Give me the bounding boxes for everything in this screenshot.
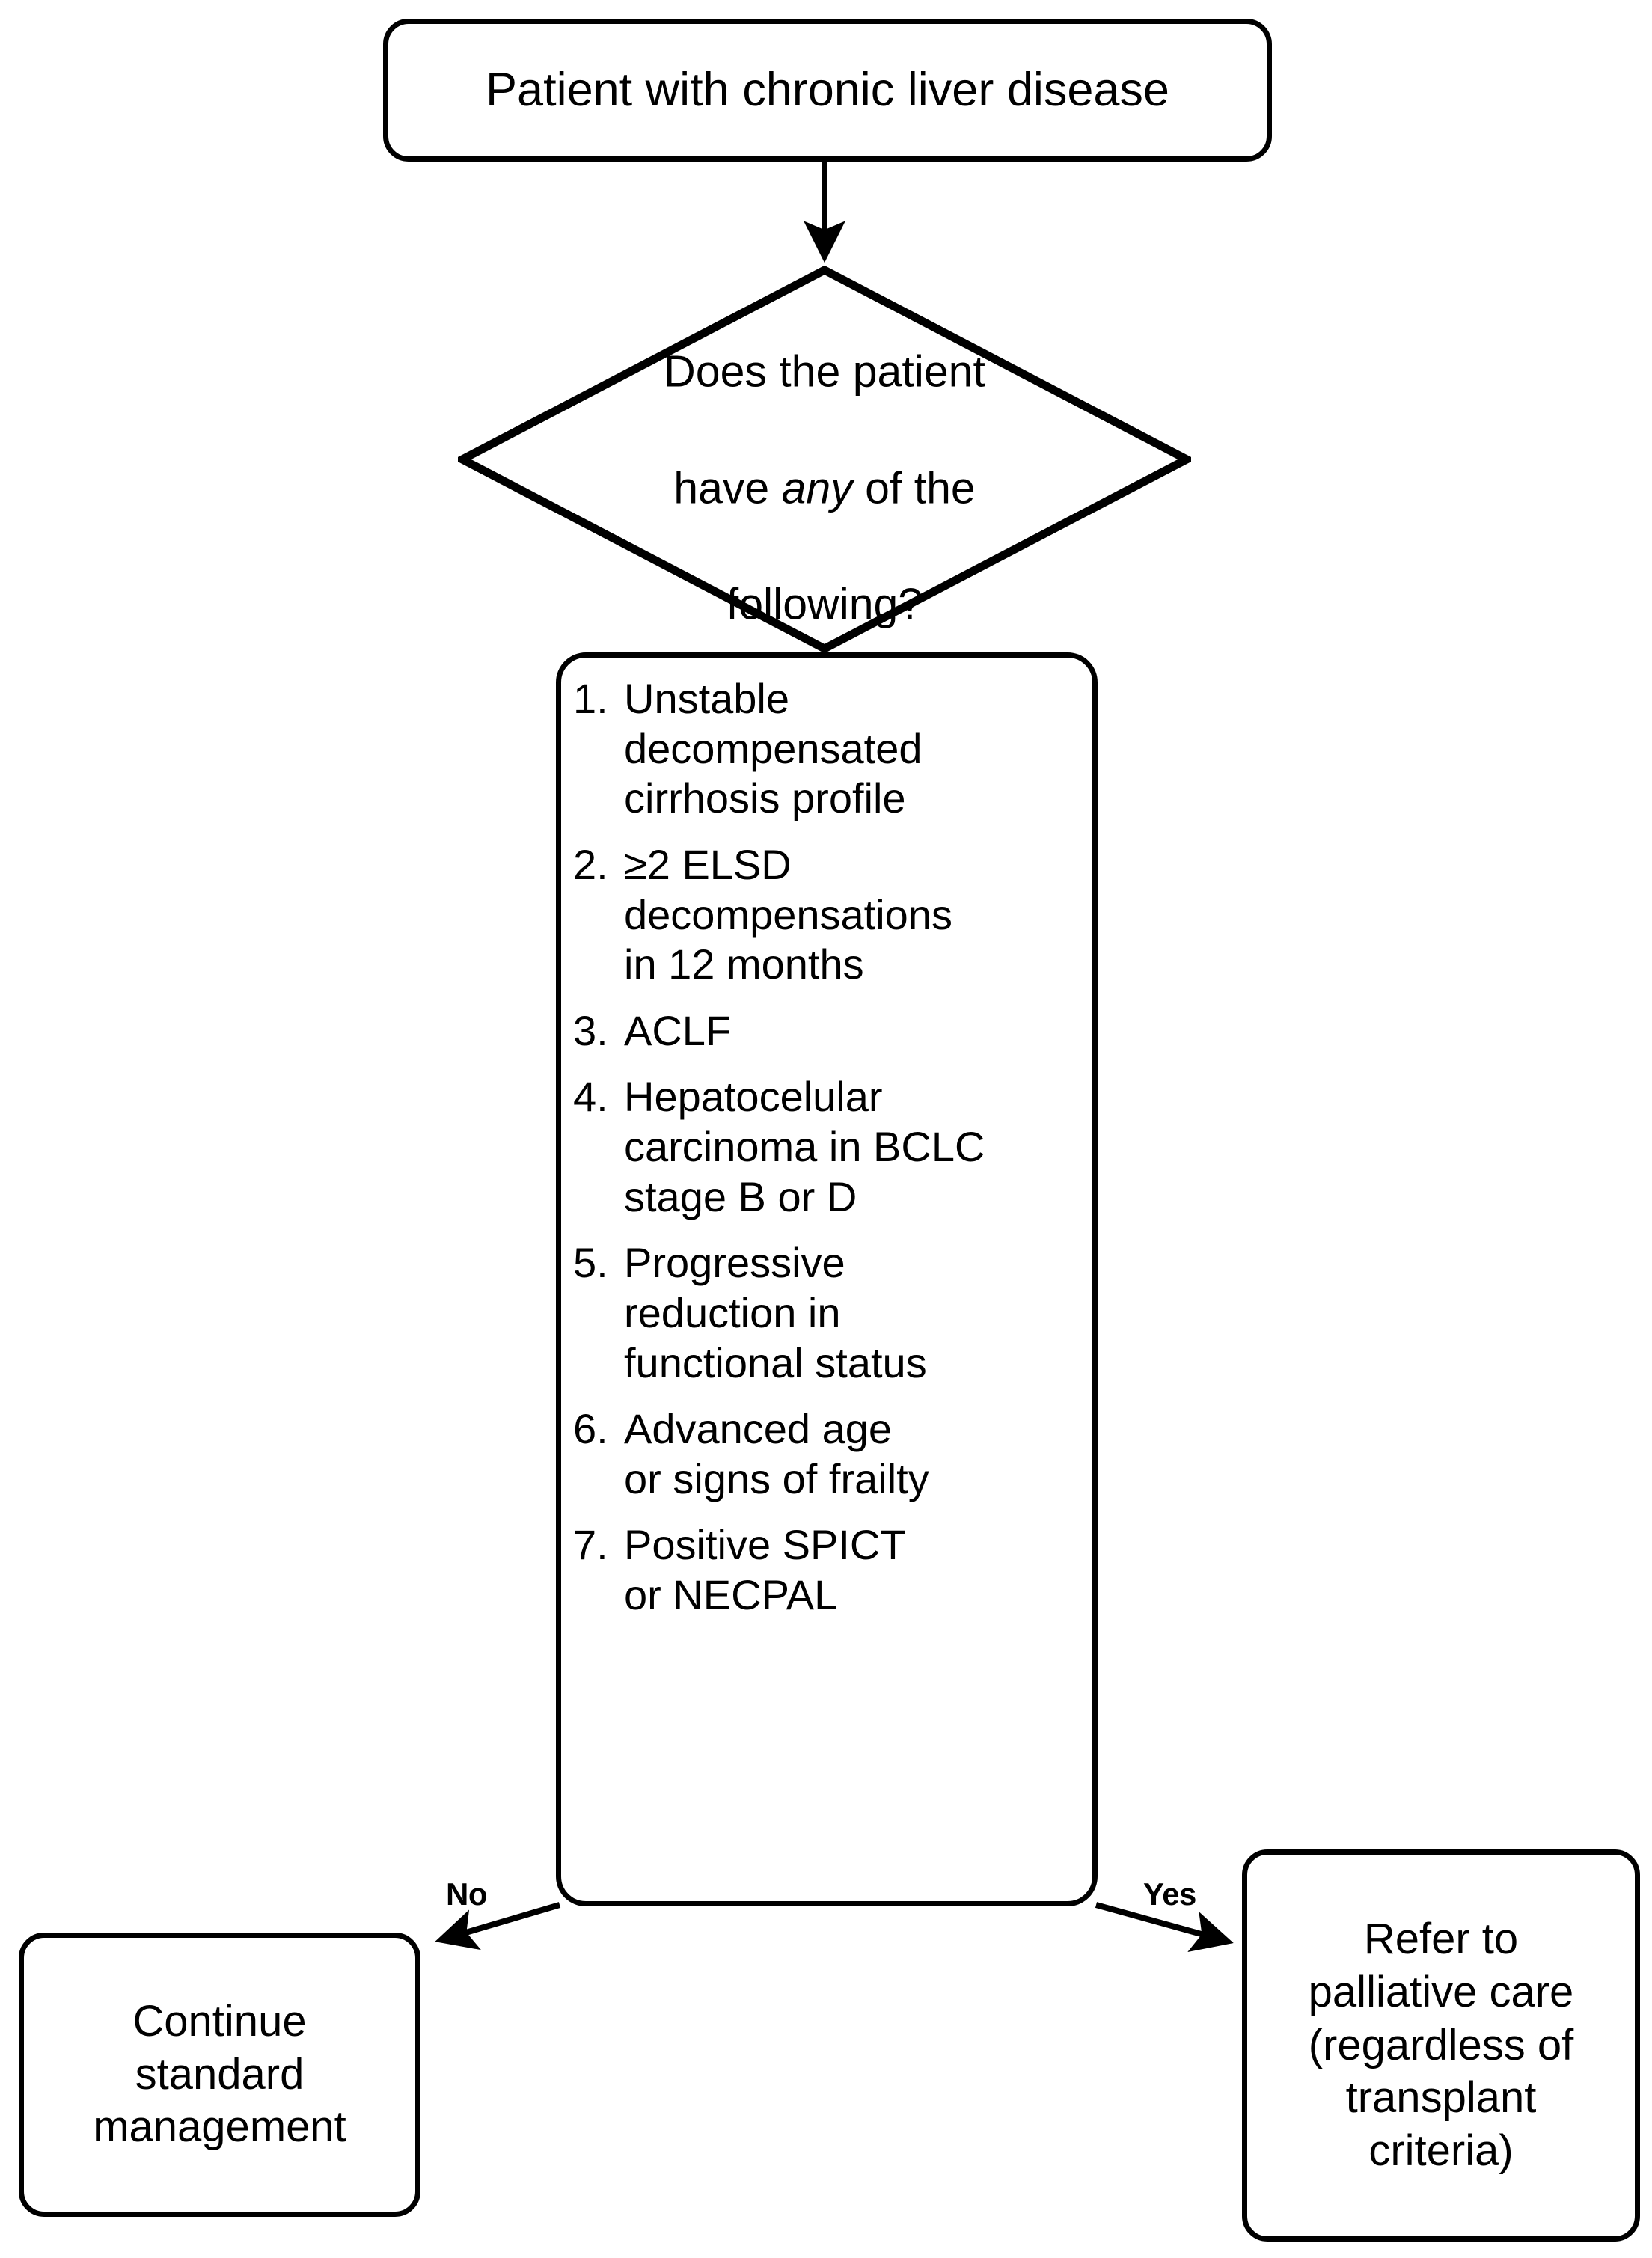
criteria-item-text: Progressive reduction in functional stat… xyxy=(624,1239,927,1386)
edge-label-no: No xyxy=(446,1876,488,1912)
criteria-item-text: ACLF xyxy=(624,1006,732,1054)
decision-node: Does the patient have any of the followi… xyxy=(458,266,1191,653)
decision-line-2-after: of the xyxy=(852,463,976,513)
criteria-item-number: 3. xyxy=(573,1006,608,1054)
criteria-item: 6. Advanced age or signs of frailty xyxy=(573,1404,1086,1504)
criteria-node: 1. Unstable decompensated cirrhosis profi… xyxy=(556,652,1098,1906)
outcome-continue-label: Continue standard management xyxy=(93,1996,346,2152)
outcome-continue-standard-management-node: Continue standard management xyxy=(19,1933,420,2217)
decision-diamond-shape xyxy=(458,266,1191,653)
criteria-item-number: 7. xyxy=(573,1521,608,1569)
criteria-item-text: Hepatocelular carcinoma in BCLC stage B … xyxy=(624,1073,985,1220)
criteria-item: 3. ACLF xyxy=(573,1006,1086,1056)
criteria-item: 5. Progressive reduction in functional st… xyxy=(573,1238,1086,1388)
criteria-item-number: 4. xyxy=(573,1073,608,1121)
criteria-item: 4. Hepatocelular carcinoma in BCLC stage … xyxy=(573,1072,1086,1222)
criteria-item-text: Unstable decompensated cirrhosis profile xyxy=(624,675,923,822)
decision-line-2-before: have xyxy=(673,463,782,513)
criteria-item: 2. ≥2 ELSD decompensations in 12 months xyxy=(573,840,1086,990)
criteria-item-text: ≥2 ELSD decompensations in 12 months xyxy=(624,840,952,988)
decision-node-label: Does the patient have any of the followi… xyxy=(615,284,1034,634)
criteria-item-text: Positive SPICT or NECPAL xyxy=(624,1521,906,1618)
criteria-item-number: 1. xyxy=(573,675,608,722)
outcome-refer-palliative-care-node: Refer to palliative care (regardless of … xyxy=(1242,1849,1640,2242)
decision-line-3: following? xyxy=(726,579,923,629)
criteria-item: 7. Positive SPICT or NECPAL xyxy=(573,1520,1086,1620)
criteria-item: 1. Unstable decompensated cirrhosis profi… xyxy=(573,674,1086,824)
decision-emphasis-any: any xyxy=(781,463,853,513)
criteria-item-number: 6. xyxy=(573,1405,608,1453)
start-node: Patient with chronic liver disease xyxy=(383,19,1272,162)
criteria-item-number: 5. xyxy=(573,1239,608,1287)
criteria-item-number: 2. xyxy=(573,840,608,888)
outcome-palliative-label: Refer to palliative care (regardless of … xyxy=(1308,1915,1574,2176)
edge-label-yes: Yes xyxy=(1143,1876,1196,1912)
decision-line-1: Does the patient xyxy=(664,346,985,397)
criteria-list: 1. Unstable decompensated cirrhosis profi… xyxy=(573,674,1086,1621)
start-node-label: Patient with chronic liver disease xyxy=(486,64,1169,117)
criteria-item-text: Advanced age or signs of frailty xyxy=(624,1405,929,1502)
